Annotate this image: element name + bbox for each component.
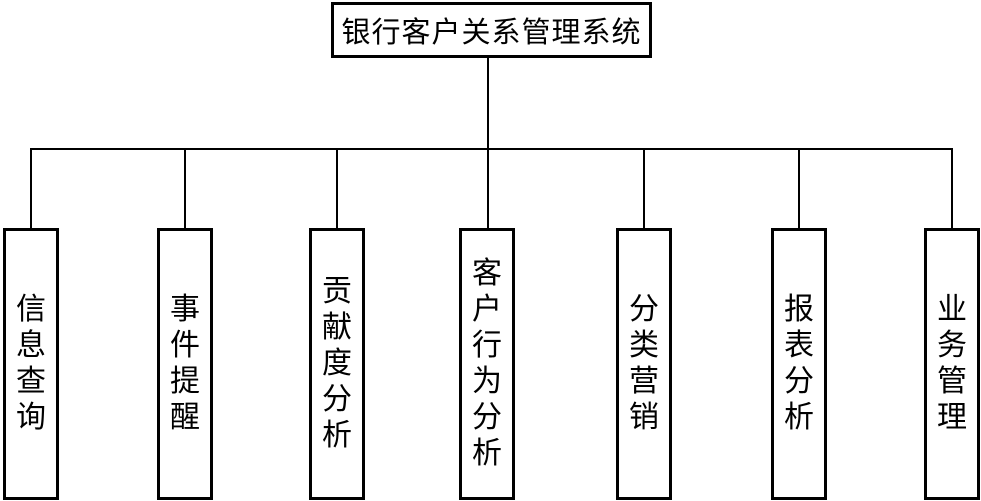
child-node-customer-behavior-analysis: 客户行为分析 [459,228,515,500]
child-node-business-management: 业务管理 [924,228,980,500]
child-node-label: 客户行为分析 [472,256,502,471]
child-stem-line [643,148,645,229]
child-stem-line [184,148,186,229]
root-node: 银行客户关系管理系统 [331,2,652,58]
child-stem-line [30,148,32,229]
child-node-report-analysis: 报表分析 [771,228,827,500]
child-node-category-marketing: 分类营销 [616,228,672,500]
child-node-label: 业务管理 [937,292,967,435]
child-stem-line [336,148,338,229]
root-stem-line [487,58,489,149]
child-node-label: 报表分析 [784,292,814,435]
child-node-label: 分类营销 [629,292,659,435]
child-stem-line [487,148,489,229]
child-stem-line [798,148,800,229]
child-stem-line [951,148,953,229]
child-node-event-reminder: 事件提醒 [157,228,213,500]
child-node-label: 信息查询 [16,292,46,435]
root-node-label: 银行客户关系管理系统 [341,15,642,49]
horizontal-bus-line [30,148,953,150]
child-node-contribution-analysis: 贡献度分析 [309,228,365,500]
child-node-info-query: 信息查询 [3,228,59,500]
child-node-label: 贡献度分析 [322,274,352,453]
child-node-label: 事件提醒 [170,292,200,435]
